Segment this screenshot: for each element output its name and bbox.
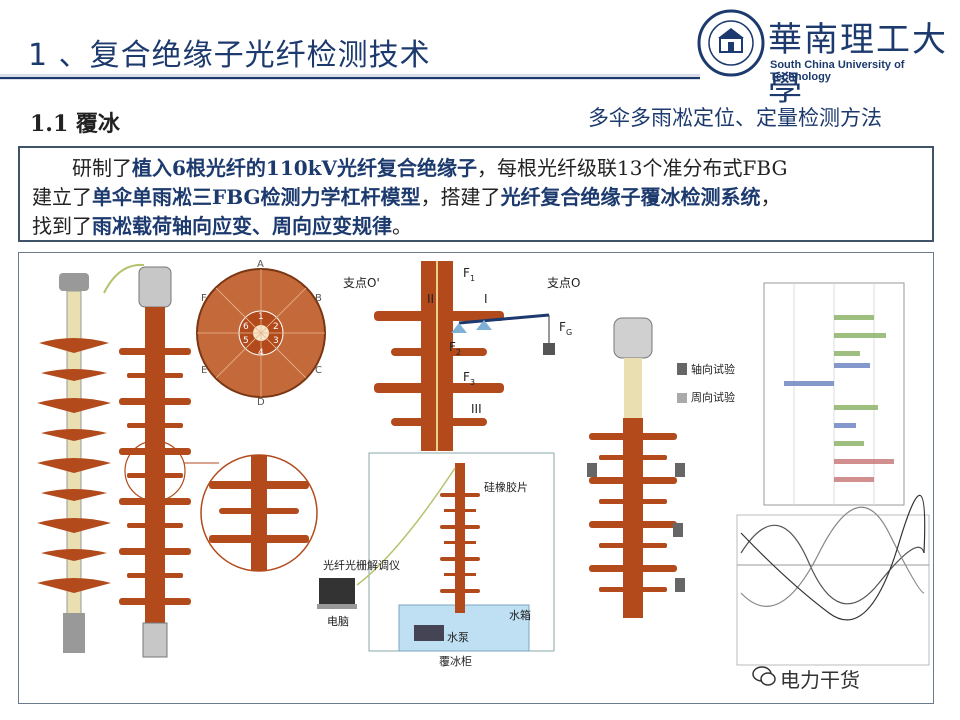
strain-sine-chart xyxy=(736,494,930,666)
fiber-number: 4 xyxy=(258,348,264,358)
summary-box: 研制了植入6根光纤的110kV光纤复合绝缘子，每根光纤级联13个准分布式FBG … xyxy=(18,146,934,242)
force-label: F xyxy=(463,370,470,384)
summary-line-2: 建立了单伞单雨凇三FBG检测力学杠杆模型，搭建了光纤复合绝缘子覆冰检测系统， xyxy=(32,183,922,212)
loaded-insulator: 轴向试验 周向试验 xyxy=(587,317,735,618)
insulator-front-view xyxy=(119,266,219,658)
section-letter: A xyxy=(257,259,264,270)
zone-label: I xyxy=(484,292,488,306)
setup-label: 光纤光栅解调仪 xyxy=(323,558,400,572)
university-seal-icon xyxy=(697,9,765,77)
force-subscript: 2 xyxy=(456,348,461,357)
force-subscript: 1 xyxy=(470,274,475,283)
section-letter: D xyxy=(257,397,265,408)
cross-section-diagram: A B C D E F 1 2 3 4 5 6 xyxy=(196,259,326,408)
force-label: F xyxy=(559,320,566,334)
force-label: F xyxy=(463,266,470,280)
strain-bar-chart xyxy=(763,282,905,506)
section-letter: F xyxy=(201,293,207,304)
header-rule-accent xyxy=(0,77,700,79)
figure-illustration: A B C D E F 1 2 3 4 5 6 xyxy=(37,259,930,668)
summary-text: ， xyxy=(760,185,781,209)
university-name-en: South China University of Technology xyxy=(770,59,905,83)
watermark-text: 电力干货 xyxy=(780,668,860,692)
summary-line-1: 研制了植入6根光纤的110kV光纤复合绝缘子，每根光纤级联13个准分布式FBG xyxy=(32,154,922,183)
force-label: F xyxy=(449,340,456,354)
summary-highlight: 植入6根光纤的110kV光纤复合绝缘子 xyxy=(132,156,478,180)
zone-label: II xyxy=(427,292,434,306)
section-subtitle: 多伞多雨凇定位、定量检测方法 xyxy=(588,106,882,130)
summary-text: 建立了 xyxy=(32,185,92,209)
summary-text: 。 xyxy=(392,214,412,238)
summary-highlight: 雨凇载荷轴向应变、周向应变规律 xyxy=(92,214,392,238)
summary-text: 研制了 xyxy=(72,156,132,180)
force-subscript: G xyxy=(566,328,572,337)
pivot-label: 支点O xyxy=(547,276,580,290)
summary-highlight: 单伞单雨凇三FBG检测力学杠杆模型 xyxy=(92,185,421,209)
legend-circum-test: 周向试验 xyxy=(691,390,735,404)
fiber-number: 5 xyxy=(243,336,249,346)
fiber-number: 2 xyxy=(273,322,279,332)
force-subscript: 3 xyxy=(470,378,475,387)
zone-label: III xyxy=(471,402,482,416)
legend-axial-test: 轴向试验 xyxy=(691,362,735,376)
summary-text: ，每根光纤级联13个准分布式FBG xyxy=(477,156,788,180)
summary-text: 找到了 xyxy=(32,214,92,238)
setup-label: 电脑 xyxy=(327,615,349,628)
setup-label: 覆冰柜 xyxy=(439,655,472,668)
setup-label: 水箱 xyxy=(509,608,531,622)
setup-label: 水泵 xyxy=(447,631,469,644)
pivot-label: 支点O' xyxy=(343,276,380,290)
summary-highlight: 光纤复合绝缘子覆冰检测系统 xyxy=(500,185,761,209)
university-name-cn: 華南理工大學 xyxy=(768,20,948,109)
wechat-icon xyxy=(752,666,776,686)
fiber-number: 1 xyxy=(258,312,264,322)
fiber-number: 3 xyxy=(273,336,279,346)
lever-model-diagram: 支点O' 支点O II I III F 1 F 2 F 3 F G xyxy=(343,261,580,451)
section-heading: 1.1 覆冰 xyxy=(30,111,120,137)
insulator-side-view xyxy=(37,263,145,653)
shed-detail-zoom xyxy=(200,454,318,572)
summary-text: ，搭建了 xyxy=(420,185,501,209)
setup-label: 硅橡胶片 xyxy=(484,480,528,494)
section-letter: B xyxy=(315,293,322,304)
fiber-number: 6 xyxy=(243,322,249,332)
summary-line-3: 找到了雨凇载荷轴向应变、周向应变规律。 xyxy=(32,212,922,241)
figure-panel: A B C D E F 1 2 3 4 5 6 xyxy=(18,252,934,704)
icing-test-setup: 硅橡胶片 光纤光栅解调仪 电脑 水箱 水泵 覆冰柜 xyxy=(317,452,555,668)
page-title: 1 、复合绝缘子光纤检测技术 xyxy=(28,38,431,73)
section-letter: C xyxy=(315,365,322,376)
section-letter: E xyxy=(201,365,207,376)
